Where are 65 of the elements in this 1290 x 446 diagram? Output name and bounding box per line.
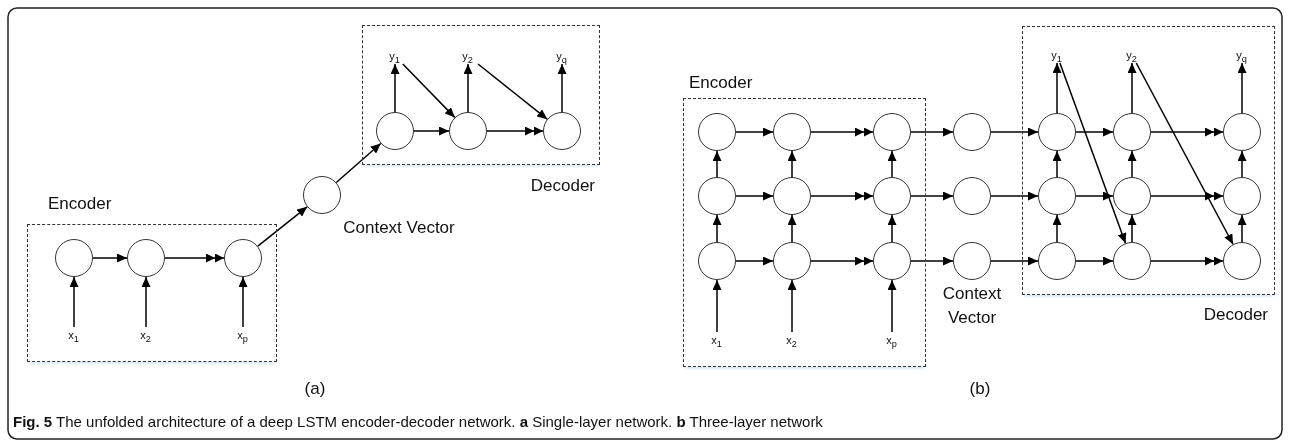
arrow [1059, 62, 1127, 244]
group-label: Encoder [689, 73, 753, 93]
arrow [735, 127, 774, 137]
arrow [92, 253, 128, 263]
variable-label: x$_{1}$ [704, 332, 729, 347]
arrow [887, 150, 897, 178]
figure-caption: Fig. 5 The unfolded architecture of a deep LSTM encoder-decoder network. a Single-layer network. b Three-layer network [13, 413, 823, 430]
arrow [787, 279, 797, 333]
arrow [1052, 150, 1062, 178]
variable-label: y$_{1}$ [382, 48, 407, 63]
arrow [1052, 214, 1062, 243]
arrow [1127, 62, 1137, 114]
arrow [787, 214, 797, 243]
group-label: Encoder [48, 194, 112, 214]
arrow [1075, 256, 1114, 266]
arrow [990, 256, 1039, 266]
arrow [1237, 214, 1247, 243]
arrow [887, 214, 897, 243]
arrow [477, 63, 548, 120]
arrow [735, 191, 774, 201]
variable-label: x$_{p}$ [879, 332, 904, 347]
arrow [910, 256, 954, 266]
arrow [735, 256, 774, 266]
variable-label: y$_{1}$ [1044, 47, 1069, 62]
variable-label: x$_{2}$ [133, 327, 158, 342]
variable-label: y$_{2}$ [455, 48, 480, 63]
arrow [712, 279, 722, 333]
variable-label: x$_{2}$ [779, 332, 804, 347]
node-caption: Context Vector [941, 283, 1003, 329]
panel-label: (a) [303, 378, 327, 400]
arrow [335, 142, 382, 184]
arrow [787, 150, 797, 178]
arrow [413, 126, 450, 136]
group-label: Decoder [1203, 305, 1268, 325]
arrow [238, 276, 248, 328]
variable-label: y$_{2}$ [1119, 47, 1144, 62]
arrow [557, 63, 567, 113]
arrow [990, 127, 1039, 137]
arrow [1135, 62, 1234, 245]
arrow [712, 150, 722, 178]
arrow [390, 63, 400, 113]
arrow [1075, 127, 1114, 137]
arrow [1237, 150, 1247, 178]
arrow [1075, 191, 1114, 201]
arrow [1052, 62, 1062, 114]
arrow [990, 191, 1039, 201]
arrow [1127, 150, 1137, 178]
group-label: Decoder [530, 176, 595, 196]
arrow [1237, 62, 1247, 114]
arrow [712, 214, 722, 243]
arrow [1127, 214, 1137, 243]
arrow [141, 276, 151, 328]
arrow [402, 63, 456, 119]
arrow [887, 279, 897, 333]
arrow [463, 63, 473, 113]
variable-label: x$_{p}$ [230, 327, 255, 342]
panel-label: (b) [968, 378, 992, 400]
variable-label: y$_{q}$ [549, 48, 574, 63]
arrow [910, 191, 954, 201]
arrow [910, 127, 954, 137]
variable-label: x$_{1}$ [61, 327, 86, 342]
variable-label: y$_{q}$ [1229, 47, 1254, 62]
node-caption: Context Vector [342, 217, 456, 239]
arrow [69, 276, 79, 328]
arrow [257, 206, 308, 247]
